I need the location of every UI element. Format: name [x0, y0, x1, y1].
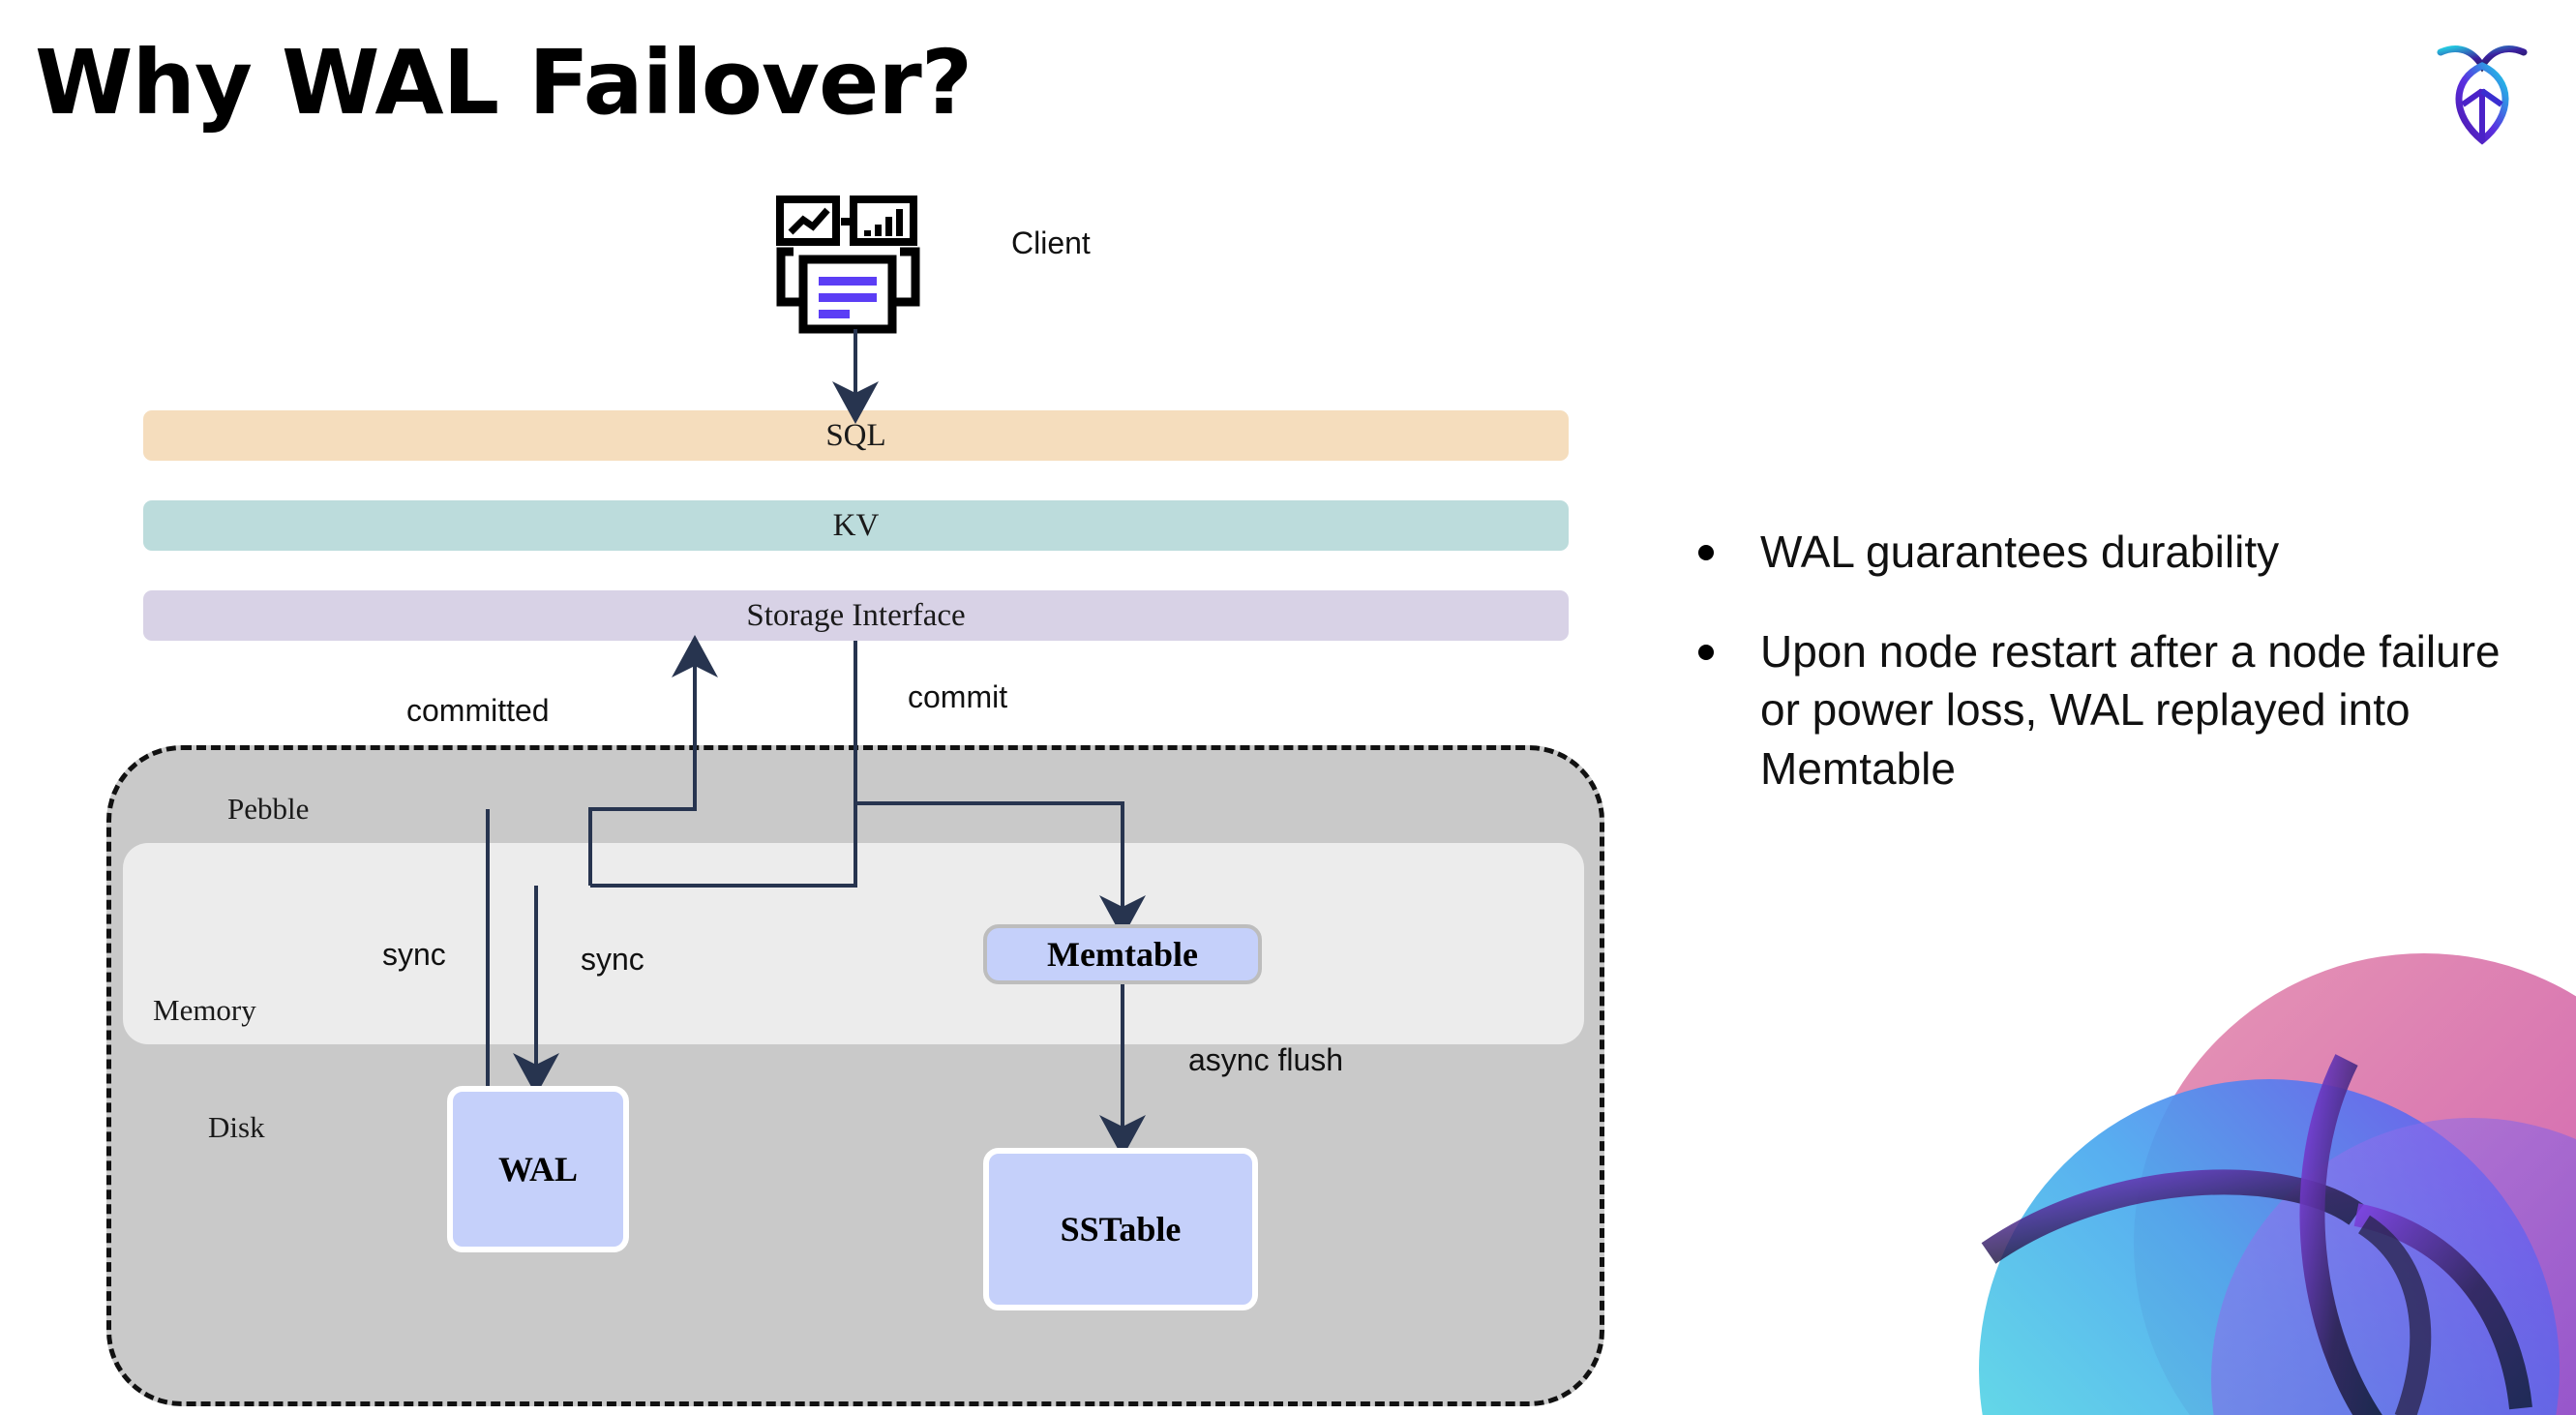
edge-label-sync-a: sync [382, 937, 446, 972]
layer-bar-kv: KV [143, 500, 1569, 551]
memtable-label: Memtable [1047, 935, 1198, 974]
connector-arrows [486, 329, 1146, 1158]
edge-label-commit: commit [908, 679, 1008, 714]
bullet-list: WAL guarantees durability Upon node rest… [1698, 523, 2501, 839]
cockroachdb-logo-icon [2429, 31, 2535, 147]
layer-bar-kv-label: KV [832, 507, 880, 543]
layer-bar-storage-interface: Storage Interface [143, 590, 1569, 641]
list-item: Upon node restart after a node failure o… [1698, 622, 2501, 798]
client-monitor-icon [774, 196, 924, 336]
wal-label: WAL [497, 1150, 579, 1189]
list-item: WAL guarantees durability [1698, 523, 2501, 582]
page-title: Why WAL Failover? [35, 31, 973, 135]
wal-box: WAL [447, 1086, 629, 1252]
memory-label: Memory [153, 993, 256, 1027]
memtable-box: Memtable [983, 924, 1262, 984]
architecture-diagram: Client Pebble Memory Disk SQL KV Storage… [106, 196, 1604, 1406]
layer-bar-storage-interface-label: Storage Interface [746, 597, 966, 633]
client-label: Client [1011, 226, 1091, 260]
pebble-label: Pebble [227, 792, 310, 826]
sstable-box: SSTable [983, 1148, 1258, 1310]
bullet-text: WAL guarantees durability [1760, 527, 2280, 577]
edge-label-async-flush: async flush [1188, 1042, 1344, 1077]
bullet-dot-icon [1698, 545, 1714, 560]
edge-label-sync-b: sync [581, 942, 644, 977]
sstable-label: SSTable [1060, 1210, 1182, 1249]
bullet-dot-icon [1698, 644, 1714, 660]
disk-label: Disk [208, 1110, 265, 1144]
bullet-text: Upon node restart after a node failure o… [1760, 625, 2501, 795]
edge-label-committed: committed [406, 693, 550, 728]
decorative-gradient-artwork [1969, 924, 2576, 1415]
